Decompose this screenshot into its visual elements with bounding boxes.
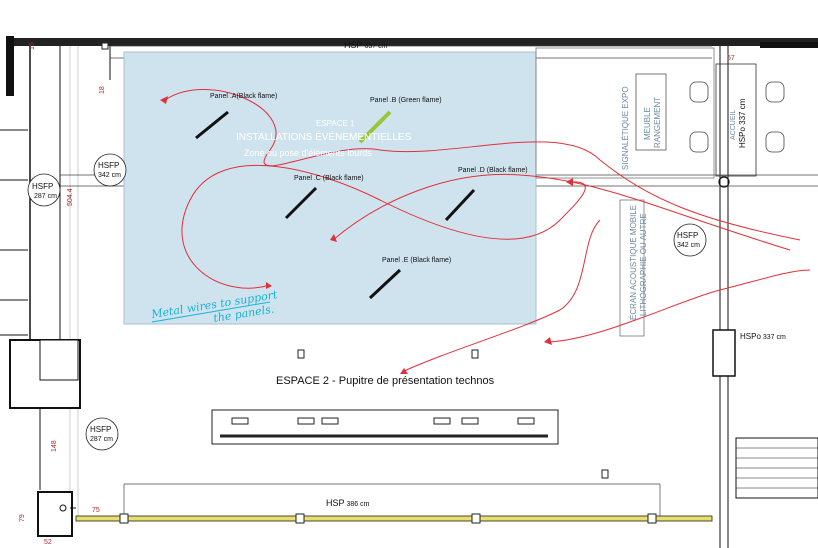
lithographie-label: LITHOGRAPHIE OU AUTRE xyxy=(639,213,648,316)
panel-b-label: Panel .B (Green flame) xyxy=(370,97,442,104)
rangement-label: RANGEMENT xyxy=(653,97,662,148)
dim-75: 75 xyxy=(92,507,100,514)
dim-18: 18 xyxy=(99,86,106,94)
dim-15: 15 xyxy=(29,42,36,50)
svg-text:342 cm: 342 cm xyxy=(98,172,121,179)
dim-504: 504.4 xyxy=(67,188,74,206)
espace1-subtitle: INSTALLATIONS ÉVÉNEMENTIELLES xyxy=(236,130,412,143)
espace1-title: ESPACE 1 xyxy=(316,119,355,128)
hsp-bottom-label: HSP 386 cm xyxy=(326,498,370,508)
panel-d-bar xyxy=(444,188,476,222)
hsfp-inner-left-marker: HSFP 342 cm xyxy=(93,153,127,187)
espace1-zone xyxy=(123,51,537,325)
path-arrowheads xyxy=(160,96,573,374)
bottom-track xyxy=(75,513,713,524)
walls xyxy=(0,36,818,548)
hspo-vertical-label: HSPo 337 cm xyxy=(738,98,747,148)
dim-79: 79 xyxy=(19,514,26,522)
accueil-label: ACCUEIL xyxy=(730,110,737,140)
espace1-note: Zone ou pose d'éléments lourds xyxy=(244,148,372,158)
panel-b-bar xyxy=(358,110,392,144)
panel-e-label: Panel .E (Black flame) xyxy=(382,257,451,264)
espace2-title: ESPACE 2 - Pupitre de présentation techn… xyxy=(276,375,495,387)
svg-text:HSFP: HSFP xyxy=(98,161,119,170)
panel-d-label: Panel .D (Black flame) xyxy=(458,167,528,174)
panel-a-label: Panel .A(Black flame) xyxy=(210,93,277,100)
svg-text:HSFP: HSFP xyxy=(677,231,698,240)
hsp-top-label: HSP 637 cm xyxy=(344,40,388,50)
chairs xyxy=(689,81,785,153)
panel-c-label: Panel .C (Black flame) xyxy=(294,175,364,182)
hsfp-left-marker: HSFP 287 cm xyxy=(27,173,61,207)
tech-desk xyxy=(211,409,559,445)
dim-52: 52 xyxy=(44,539,52,546)
svg-text:287 cm: 287 cm xyxy=(34,193,57,200)
markers xyxy=(101,42,609,479)
hsfp-right-marker: HSFP 342 cm xyxy=(673,223,707,257)
svg-text:287 cm: 287 cm xyxy=(90,436,113,443)
panel-c-bar xyxy=(284,186,318,220)
dim-57: 57 xyxy=(727,55,735,62)
meuble-label: MEUBLE xyxy=(643,107,652,140)
hsfp-bottom-left-marker: HSFP 287 cm xyxy=(85,417,119,451)
panel-e-bar xyxy=(368,268,402,300)
panel-a-bar xyxy=(195,110,229,140)
svg-text:HSFP: HSFP xyxy=(32,182,53,191)
hspo-right-label: HSPo 337 cm xyxy=(740,332,786,341)
dim-148: 148 xyxy=(51,440,58,452)
annotation-underline xyxy=(151,301,271,323)
ecran-label: ÉCRAN ACOUSTIQUE MOBILE xyxy=(629,205,638,320)
visitor-path xyxy=(164,89,811,373)
svg-text:342 cm: 342 cm xyxy=(677,242,700,249)
svg-text:HSFP: HSFP xyxy=(90,425,111,434)
signaletique-label: SIGNALÉTIQUE EXPO xyxy=(621,86,630,170)
